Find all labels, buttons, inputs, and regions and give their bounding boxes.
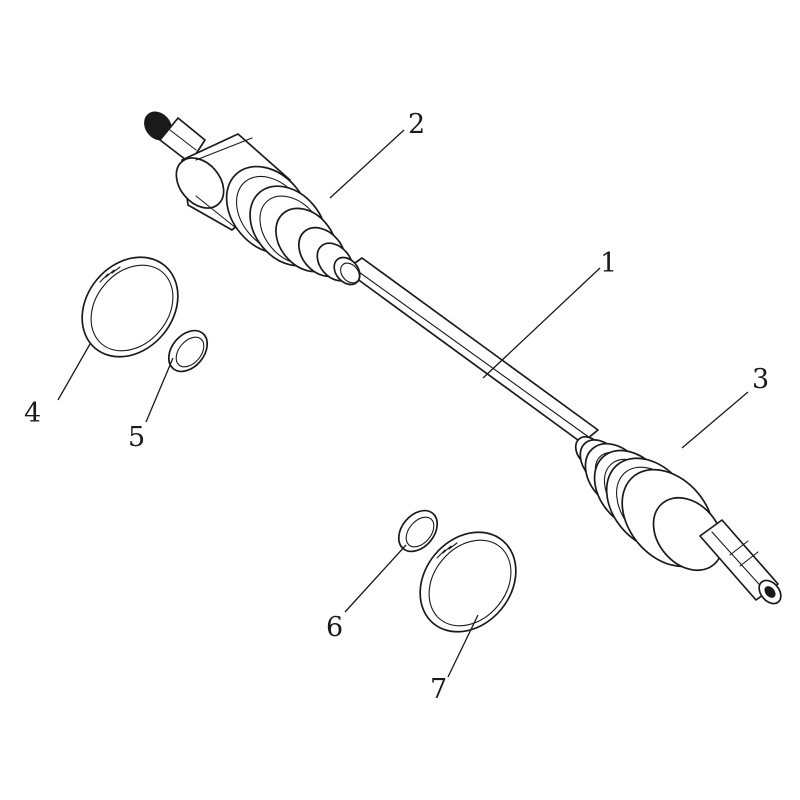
outer-cv-boot: [574, 436, 724, 572]
large-clamp-band-4: [81, 256, 179, 358]
leader-line-3: [681, 391, 749, 449]
small-clamp-band-6: [397, 509, 439, 553]
leader-lines: [57, 129, 749, 678]
callout-5: 5: [128, 422, 145, 453]
leader-line-1: [482, 267, 601, 379]
callout-1: 1: [600, 248, 617, 279]
callout-7: 7: [430, 674, 447, 705]
inner-cv-boot: [225, 165, 361, 286]
outer-cv-stub-shaft: [699, 519, 782, 605]
leader-line-4: [57, 343, 91, 401]
callout-6: 6: [326, 612, 343, 643]
leader-line-2: [329, 129, 405, 199]
callout-numbers: 1 2 3 4 5 6 7: [24, 109, 769, 705]
drive-shaft: [344, 257, 599, 444]
leader-line-5: [145, 357, 174, 423]
callout-3: 3: [752, 364, 769, 395]
leader-line-7: [447, 614, 479, 678]
callout-2: 2: [408, 109, 425, 140]
large-clamp-band-7: [419, 531, 517, 633]
leader-line-6: [344, 544, 407, 613]
small-clamp-band-5: [167, 329, 209, 373]
callout-4: 4: [24, 398, 41, 429]
